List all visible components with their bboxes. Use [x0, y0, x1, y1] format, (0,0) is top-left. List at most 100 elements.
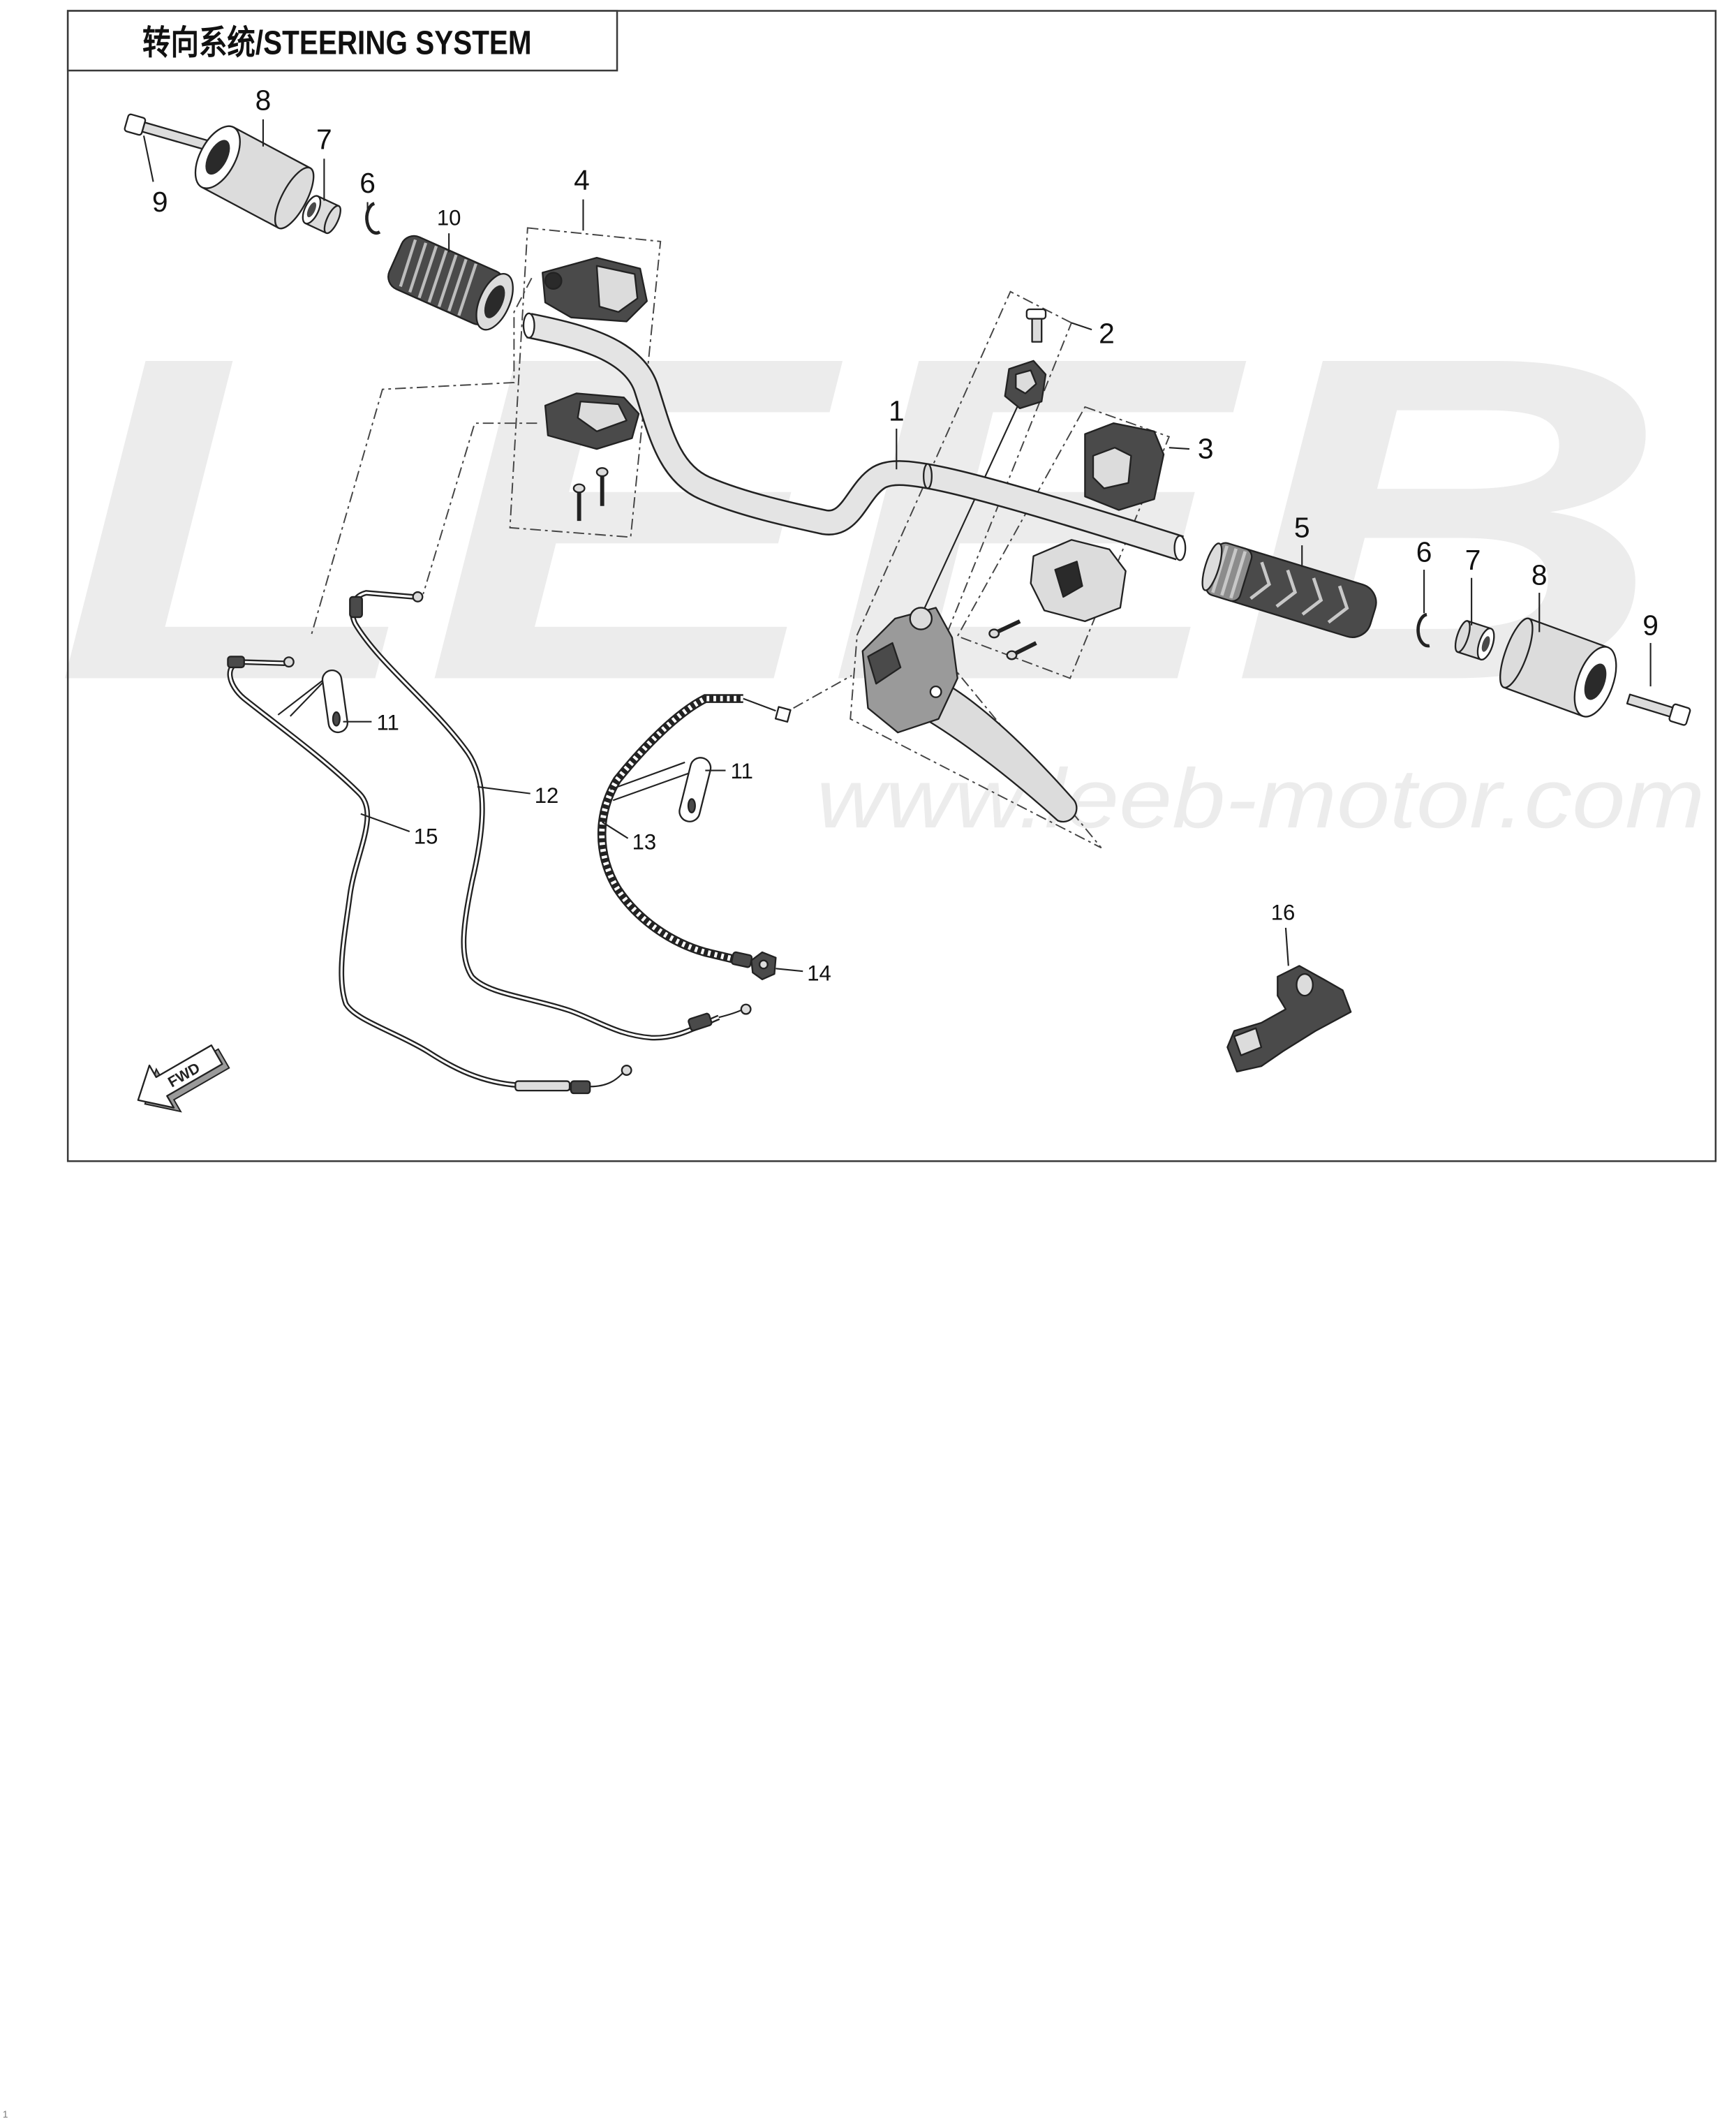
rib: [417, 245, 438, 299]
callout-label: 16: [1271, 900, 1296, 924]
spacer-back: [323, 205, 341, 235]
right-bar-end-weight: [1499, 617, 1617, 718]
leader-line: [1284, 927, 1289, 966]
handlebar-tube: [526, 314, 1184, 559]
left-bar-end-bolt: [124, 113, 209, 151]
brake-lever-pivot: [929, 685, 942, 698]
clamp-bore: [758, 959, 769, 970]
brake-switch-face: [1015, 369, 1037, 394]
screw-head: [595, 467, 609, 478]
rib: [457, 263, 477, 316]
callout-label: 2: [1099, 318, 1115, 350]
bracket-hole: [1296, 973, 1314, 997]
rib: [399, 239, 417, 288]
clip-hole: [332, 711, 341, 727]
right-grip-end: [1201, 542, 1223, 591]
right-spacer: [1454, 620, 1495, 661]
callout-labels: 8 7 6 9 10 4 2 1 3 5 6 7 8 9 11 11 12 15…: [152, 84, 1659, 985]
grip-chevron: [1327, 585, 1349, 624]
callout-label: 7: [1465, 544, 1481, 576]
screw-head: [1006, 650, 1018, 660]
right-bar-end-bolt: [1626, 693, 1691, 726]
rib: [427, 250, 448, 303]
weight-back: [1499, 617, 1534, 689]
left-bar-end-weight: [194, 125, 315, 230]
page-title: 转向系统/STEERING SYSTEM: [142, 24, 532, 62]
leader-line: [1071, 322, 1092, 331]
screw-head: [572, 483, 586, 494]
throttle-grip-ribs: [399, 239, 477, 316]
left-circlip: [365, 202, 381, 235]
fwd-arrow-body: [137, 1044, 223, 1109]
throttle-grip: [387, 235, 514, 331]
callout-label: 3: [1198, 433, 1214, 465]
screw-shaft: [995, 619, 1021, 635]
cable-15-adjuster: [514, 1080, 571, 1092]
brake-lever-arm: [923, 677, 1078, 823]
handlebar-right-end: [1173, 535, 1187, 561]
left-switch-cable-leader-a: [310, 277, 533, 638]
clip-hole: [687, 798, 696, 813]
leader-line: [360, 813, 410, 833]
callout-label: 4: [574, 164, 590, 196]
callout-label: 1: [889, 394, 905, 427]
callout-label: 8: [255, 84, 272, 116]
cable-15-end-nipple: [621, 1065, 632, 1076]
grip-chevron: [1275, 569, 1298, 608]
callout-label: 5: [1294, 511, 1310, 543]
screw-shaft: [1014, 641, 1037, 656]
weight-hole: [1584, 663, 1607, 700]
left-switch-screws: [572, 467, 609, 522]
callout-label: 9: [1642, 609, 1659, 641]
cable-12-end-fitting: [688, 1012, 713, 1032]
cable-15-top-fitting: [227, 656, 245, 669]
clip-body: [678, 757, 712, 822]
left-switch-cable-leader-b: [422, 422, 537, 595]
leader-line: [602, 821, 629, 839]
left-spacer: [302, 195, 341, 235]
leader-line: [142, 135, 154, 182]
brake-lever-assembly: [861, 607, 1078, 823]
grip-rib: [1229, 551, 1247, 599]
callout-label: 13: [632, 829, 657, 854]
callout-label: 8: [1531, 559, 1548, 591]
right-switch-lower-slot: [1054, 561, 1083, 598]
leader-line: [1169, 447, 1190, 450]
cable-12-core: [350, 591, 720, 1039]
leader-line: [477, 785, 531, 795]
cable-15-top-knob: [283, 656, 295, 668]
grip-chevron: [1249, 561, 1271, 600]
bracket-body: [1226, 965, 1352, 1073]
callout-label: 7: [316, 124, 332, 156]
left-switch-assembly-outline: [509, 227, 662, 538]
clip-body: [321, 669, 349, 734]
callout-label: 11: [377, 710, 399, 734]
callout-leaders: [142, 119, 1652, 973]
right-switch-screws: [988, 619, 1037, 660]
diagram-frame: [66, 10, 1717, 1162]
bracket-tab: [1233, 1027, 1263, 1056]
cable-15-end-wire: [590, 1071, 625, 1088]
spacer-hole: [306, 202, 317, 218]
rib: [437, 254, 458, 307]
rib: [447, 258, 468, 312]
watermark: LEEB www.leeb-motor.com: [54, 260, 1705, 845]
bolt-head: [124, 113, 147, 136]
watermark-website: www.leeb-motor.com: [817, 751, 1705, 845]
brake-master-cylinder-clamp: [867, 642, 902, 685]
brake-switch-wire: [921, 406, 1018, 614]
title-box: [66, 10, 618, 72]
cable-clip-left: [277, 669, 349, 734]
cable-12-top-fitting: [349, 596, 363, 619]
screw-head: [988, 628, 1000, 639]
cable-13-inner-wire: [743, 697, 776, 712]
callout-label: 11: [731, 759, 753, 783]
right-switch-assembly: [988, 422, 1165, 660]
callout-label: 10: [437, 206, 461, 230]
left-switch-assembly: [542, 256, 648, 522]
callout-label: 9: [152, 186, 168, 218]
page-number: 1: [3, 2109, 8, 2120]
brake-reservoir-cap: [909, 607, 933, 630]
callout-label: 6: [359, 167, 376, 199]
right-grip: [1201, 542, 1377, 638]
